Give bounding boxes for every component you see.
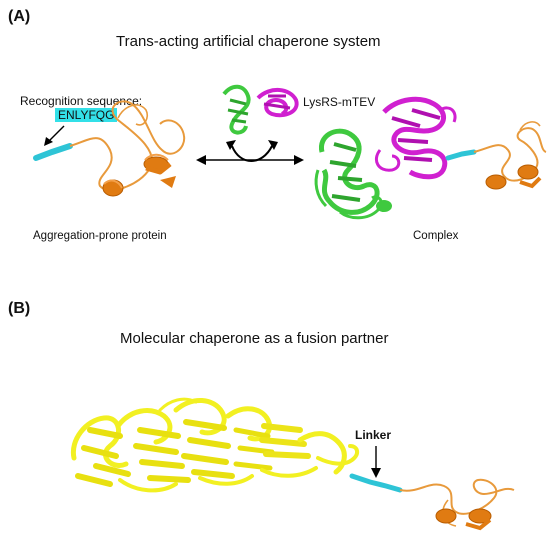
panel-a-illustration	[33, 84, 547, 220]
panel-b-label: (B)	[8, 300, 31, 317]
linker-label: Linker	[355, 428, 392, 442]
linker-pointer-arrow	[371, 446, 381, 478]
fused-target-protein-structure	[399, 478, 515, 531]
panel-b: (B) Molecular chaperone as a fusion part…	[0, 280, 550, 552]
panel-a: (A) Trans-acting artificial chaperone sy…	[8, 8, 547, 242]
panel-a-label: (A)	[8, 8, 31, 25]
recognition-sequence-highlight: ENLYFQG	[55, 108, 118, 122]
recognition-sequence-label: Recognition sequence:	[20, 94, 143, 108]
chaperone-label: LysRS-mTEV	[303, 95, 376, 109]
panel-b-illustration	[70, 397, 515, 531]
fusion-chaperone-structure	[70, 397, 359, 493]
aggregation-prone-caption: Aggregation-prone protein	[33, 230, 167, 242]
recognition-pointer-arrow	[44, 125, 65, 146]
reaction-arrows	[196, 140, 304, 165]
panel-a-title: Trans-acting artificial chaperone system	[116, 33, 381, 50]
panel-b-title: Molecular chaperone as a fusion partner	[120, 330, 389, 347]
small-chaperone-structure	[222, 84, 299, 135]
complex-structure	[314, 96, 547, 220]
linker-structure	[349, 473, 403, 493]
aggregation-prone-protein-structure	[33, 100, 186, 197]
complex-caption: Complex	[413, 230, 459, 242]
